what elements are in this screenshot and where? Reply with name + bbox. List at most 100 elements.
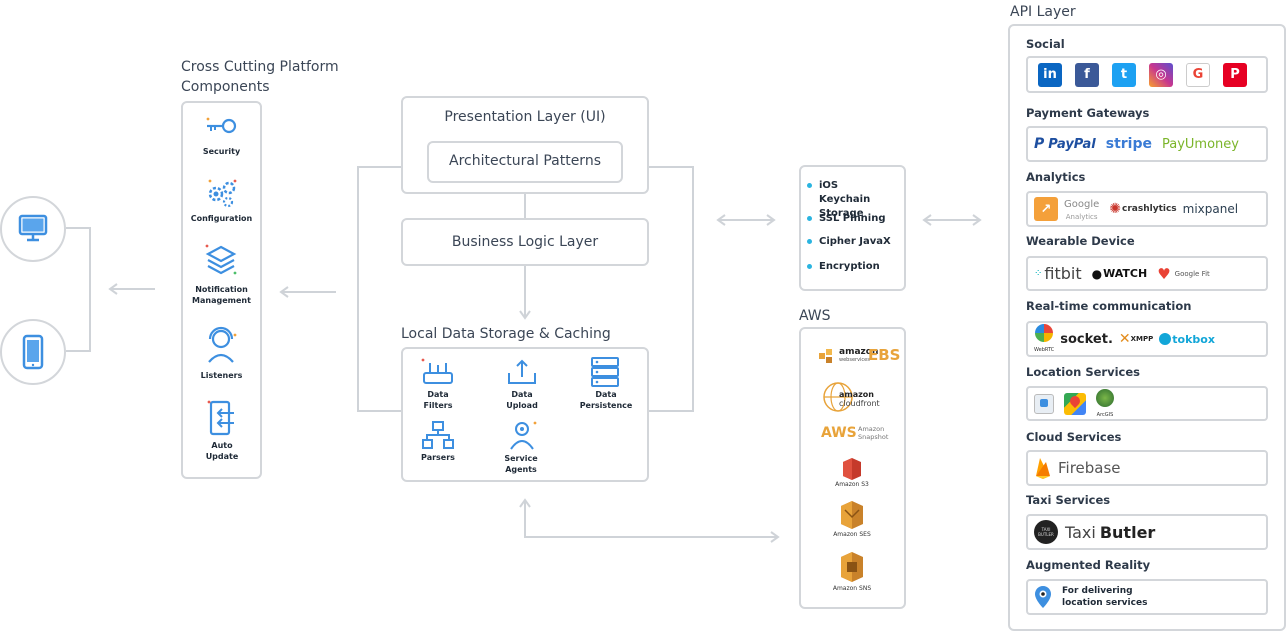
tokbox-logo: tokbox [1172, 332, 1215, 346]
api-layer-title: API Layer [1010, 4, 1076, 20]
section-ar: Augmented Reality [1026, 558, 1151, 572]
sns-icon [841, 552, 863, 582]
taxi-butler-icon: TAXI BUTLER [1034, 520, 1058, 544]
mobile-device [0, 319, 66, 385]
section-wearable: Wearable Device [1026, 234, 1135, 248]
social-logos-row: in f t ◎ G P [1026, 56, 1268, 93]
apple-watch-logo: WATCH [1103, 267, 1148, 280]
aws-sns-label: Amazon SNS [832, 585, 872, 592]
security-item: iOS Keychain Storage [807, 179, 897, 221]
arrow-security-api [922, 214, 982, 226]
local-storage-box [401, 347, 649, 482]
cloud-logos-row: Firebase [1026, 450, 1268, 486]
hierarchy-icon [422, 421, 454, 449]
storage-item-label: Data Upload [506, 390, 538, 410]
google-fit-icon: ♥ [1157, 264, 1171, 283]
arrow-core-security [716, 214, 776, 226]
google-icon: G [1186, 62, 1210, 87]
aws-ebs-icon: amazon webservices EBS [817, 344, 900, 368]
ses-icon [841, 501, 863, 529]
security-item-label: Encryption [819, 261, 880, 272]
socketio-logo: socket. [1060, 331, 1113, 347]
phone-update-icon [207, 400, 234, 436]
key-icon [206, 117, 237, 134]
xmpp-icon: ✕ [1118, 331, 1131, 347]
firebase-logo: Firebase [1058, 459, 1121, 477]
upload-icon [508, 359, 536, 384]
business-logic-label: Business Logic Layer [451, 234, 599, 250]
apple-icon: ● [1091, 266, 1103, 281]
maps-app-icon [1034, 393, 1054, 414]
presentation-layer-label: Presentation Layer (UI) [444, 109, 606, 125]
security-features-box [799, 165, 906, 291]
platform-box [181, 101, 262, 479]
gears-icon [208, 179, 237, 208]
platform-item-label: Security [202, 147, 241, 156]
wearable-logos-row: ⁘ fitbit ● WATCH ♥ Google Fit [1026, 256, 1268, 291]
monitor-icon [18, 214, 48, 242]
arrow-storage-to-aws [519, 498, 780, 543]
headset-icon [208, 326, 237, 363]
layers-icon [205, 244, 237, 275]
platform-item-label: Auto Update [205, 441, 239, 461]
security-item: SSL Pinning [807, 213, 886, 224]
server-icon [591, 357, 619, 387]
section-taxi: Taxi Services [1026, 493, 1111, 507]
mixpanel-logo: mixpanel [1182, 202, 1239, 216]
payumoney-logo: PayUmoney [1161, 136, 1239, 152]
storage-item-label: Data Filters [423, 390, 453, 410]
security-item-label: Cipher JavaX [819, 236, 891, 247]
webrtc-icon: WebRTC [1034, 324, 1054, 354]
device-connector-bottom [66, 350, 90, 352]
linkedin-icon: in [1038, 62, 1062, 87]
security-item-label: SSL Pinning [819, 213, 886, 224]
bullet-dot [807, 182, 812, 188]
twitter-icon: t [1112, 62, 1136, 87]
platform-item-label: Notification Management [192, 285, 251, 305]
xmpp-logo: XMPP [1130, 335, 1154, 343]
local-storage-title: Local Data Storage & Caching [401, 326, 611, 342]
arrow-to-devices [108, 283, 155, 295]
connector-presentation-business [524, 194, 526, 219]
security-item: Encryption [807, 261, 880, 272]
arrow-to-platform [279, 286, 336, 298]
section-realtime: Real-time communication [1026, 299, 1192, 313]
paypal-logo: PayPal [1048, 136, 1096, 152]
ar-line1: For delivering [1062, 586, 1133, 596]
section-cloud: Cloud Services [1026, 430, 1122, 444]
google-maps-icon [1064, 392, 1086, 415]
agent-icon [510, 421, 537, 450]
s3-icon [843, 458, 861, 480]
google-fit-logo: Google Fit [1174, 269, 1210, 278]
section-payment: Payment Gateways [1026, 106, 1150, 120]
google-analytics-icon: ↗ [1034, 197, 1058, 221]
core-bracket-left-vertical [357, 166, 359, 412]
storage-item-label: Data Persistence [579, 390, 633, 410]
instagram-icon: ◎ [1149, 62, 1173, 87]
platform-item-label: Listeners [200, 371, 243, 380]
storage-item-label: Service Agents [504, 454, 538, 474]
desktop-device [0, 196, 66, 262]
taxi-logos-row: TAXI BUTLER Taxi Butler [1026, 514, 1268, 550]
security-item-label: iOS Keychain Storage [819, 180, 871, 219]
business-logic-box [401, 218, 649, 266]
arcgis-icon: ArcGIS [1096, 388, 1114, 419]
google-analytics-sub: Analytics [1065, 212, 1098, 221]
fitbit-logo: fitbit [1044, 264, 1082, 283]
firebase-icon [1036, 458, 1050, 479]
core-bracket-right-bottom [648, 410, 694, 412]
bullet-dot [807, 215, 812, 221]
section-location: Location Services [1026, 365, 1140, 379]
paypal-icon: P [1034, 136, 1045, 152]
analytics-logos-row: ↗ Google Analytics ✺ crashlytics mixpane… [1026, 191, 1268, 227]
bullet-dot [807, 263, 812, 269]
arrow-business-to-storage [519, 266, 531, 320]
webrtc-label: WebRTC [1034, 347, 1055, 353]
platform-title-line1: Cross Cutting Platform [181, 59, 339, 75]
google-analytics-word: Google [1064, 198, 1100, 210]
realtime-logos-row: WebRTC socket. ✕ XMPP tokbox [1026, 321, 1268, 357]
ar-description: For delivering location services [1062, 585, 1147, 609]
platform-title-line2: Components [181, 79, 270, 95]
taxi-logo-text: Taxi [1065, 522, 1096, 542]
location-pin-icon [1035, 586, 1051, 608]
